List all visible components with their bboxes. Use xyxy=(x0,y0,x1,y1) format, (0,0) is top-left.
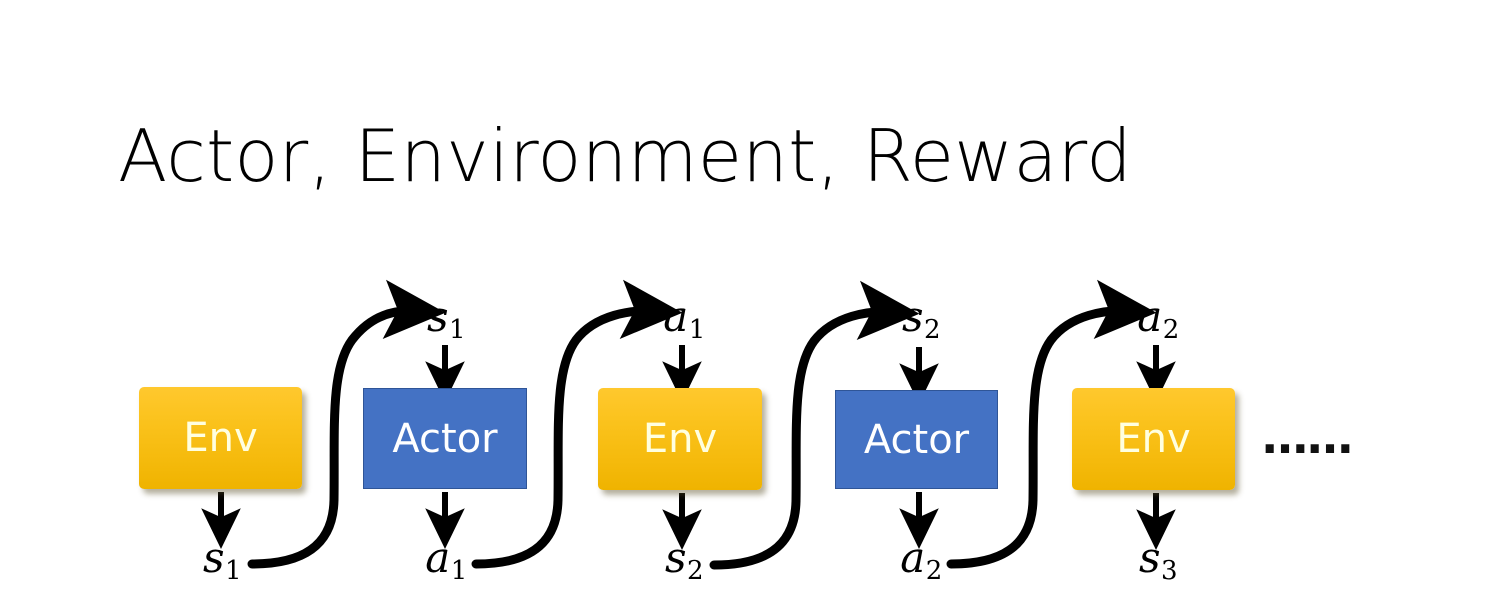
state-label-s3-bottom: s3 xyxy=(1139,537,1178,585)
action-label-a1-bottom: a1 xyxy=(425,537,467,585)
node-actor-1[interactable]: Actor xyxy=(363,388,527,489)
symbol-sub: 1 xyxy=(688,315,706,346)
page-title: Actor, Environment, Reward xyxy=(118,114,1133,198)
node-label: Actor xyxy=(863,416,970,463)
action-label-a2-bottom: a2 xyxy=(900,537,942,585)
state-label-s2-bottom: s2 xyxy=(665,537,704,585)
symbol-base: s xyxy=(664,533,687,582)
action-label-a2-top: a2 xyxy=(1137,296,1179,344)
continuation-ellipsis: …… xyxy=(1262,410,1353,464)
node-label: Env xyxy=(183,415,258,461)
node-env-3[interactable]: Env xyxy=(1072,388,1235,490)
symbol-sub: 2 xyxy=(924,315,941,346)
state-label-s1-bottom: s1 xyxy=(203,537,242,585)
state-label-s2-top: s2 xyxy=(902,296,941,344)
symbol-sub: 2 xyxy=(1162,315,1180,346)
symbol-sub: 2 xyxy=(925,556,943,587)
node-env-1[interactable]: Env xyxy=(139,387,302,489)
symbol-sub: 1 xyxy=(449,315,466,346)
node-label: Actor xyxy=(392,415,498,462)
symbol-base: a xyxy=(1137,292,1163,341)
symbol-base: a xyxy=(425,533,451,582)
symbol-base: a xyxy=(663,292,689,341)
symbol-base: a xyxy=(900,533,926,582)
node-env-2[interactable]: Env xyxy=(598,388,762,490)
symbol-sub: 1 xyxy=(450,556,468,587)
node-label: Env xyxy=(642,416,718,462)
node-actor-2[interactable]: Actor xyxy=(835,390,998,489)
symbol-sub: 1 xyxy=(225,556,242,587)
node-label: Env xyxy=(1116,416,1191,462)
symbol-sub: 3 xyxy=(1161,556,1178,587)
action-label-a1-top: a1 xyxy=(663,296,705,344)
symbol-base: s xyxy=(202,533,225,582)
state-label-s1-top: s1 xyxy=(427,296,466,344)
symbol-base: s xyxy=(426,292,449,341)
symbol-base: s xyxy=(901,292,924,341)
symbol-base: s xyxy=(1138,533,1161,582)
symbol-sub: 2 xyxy=(687,556,704,587)
